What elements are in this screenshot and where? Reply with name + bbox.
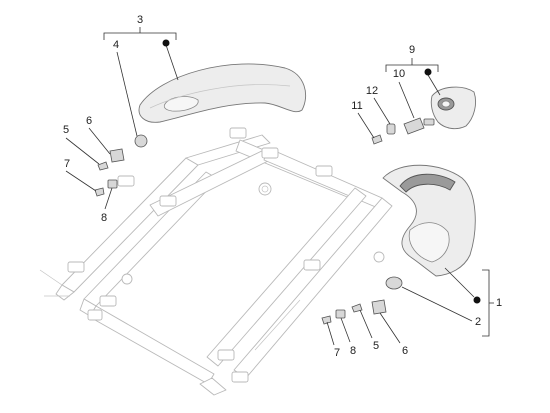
callout-3: 3	[137, 14, 143, 26]
nut-right	[335, 309, 346, 319]
screw-left	[97, 161, 109, 171]
screw-item-11	[371, 134, 383, 145]
leader-lines	[65, 27, 494, 346]
callout-5-right: 5	[373, 340, 379, 352]
callout-11: 11	[351, 100, 362, 112]
callout-12: 12	[366, 85, 378, 97]
hardware-items	[94, 123, 403, 325]
screw-small-left	[94, 187, 105, 197]
callout-5-left: 5	[63, 124, 69, 136]
callout-7-left: 7	[64, 158, 70, 170]
bump-stop-upper	[134, 134, 148, 148]
callout-9: 9	[409, 44, 415, 56]
clip-left	[109, 148, 125, 163]
clip-right	[371, 299, 387, 315]
callout-8-right: 8	[350, 345, 356, 357]
callout-6-left: 6	[86, 115, 92, 127]
kit-markers	[162, 39, 481, 304]
right-cover-part	[382, 164, 476, 277]
latch-assembly	[403, 86, 477, 135]
nut-left	[107, 179, 118, 189]
screw-right	[351, 303, 363, 313]
callout-8-left: 8	[101, 212, 107, 224]
callout-10: 10	[393, 68, 405, 80]
kit-dot-9	[424, 68, 432, 76]
callout-2: 2	[475, 316, 481, 328]
callout-6-right: 6	[402, 345, 408, 357]
rear-frame	[39, 127, 393, 396]
callout-4: 4	[113, 39, 119, 51]
spring-item-12	[386, 123, 396, 135]
callout-labels: 3 4 5 6 7 8 9 10 11 12 1 2 7 8 5 6	[63, 14, 502, 359]
left-cover-part	[138, 63, 306, 123]
kit-dot-1	[473, 296, 481, 304]
callout-7-right: 7	[334, 347, 340, 359]
bump-stop-lower	[385, 276, 403, 290]
kit-dot-3	[162, 39, 170, 47]
screw-small-right	[321, 315, 332, 325]
callout-1: 1	[496, 297, 502, 309]
